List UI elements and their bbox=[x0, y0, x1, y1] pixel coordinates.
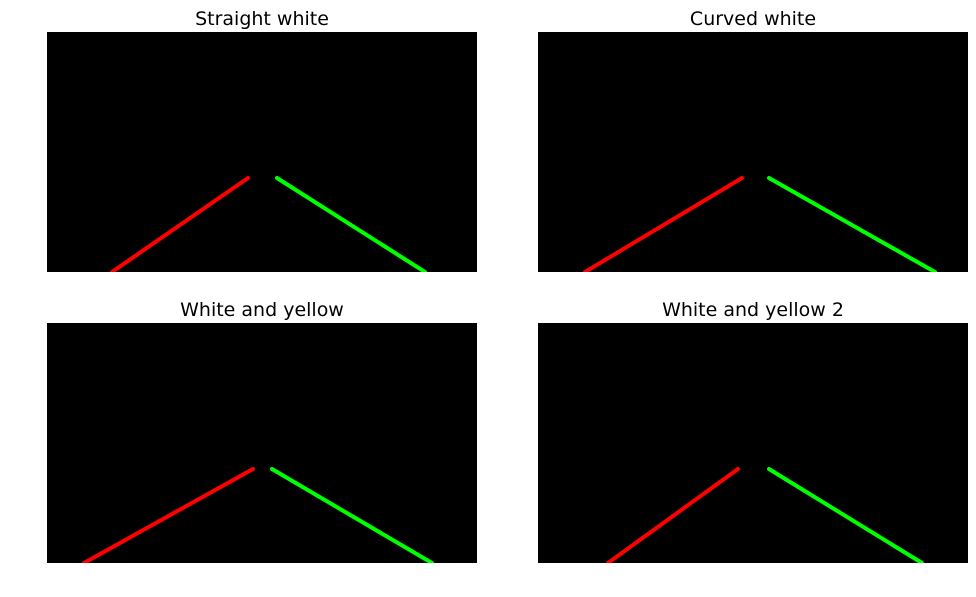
right-lane-line bbox=[275, 176, 427, 272]
lane-image bbox=[47, 323, 477, 563]
left-lane-line bbox=[606, 467, 740, 563]
image-background bbox=[538, 323, 968, 563]
panel-title: White and yellow bbox=[180, 299, 344, 321]
panel-white-and-yellow: White and yellow bbox=[47, 299, 477, 563]
panel-title: Straight white bbox=[195, 8, 329, 30]
right-lane-line bbox=[767, 176, 937, 272]
panel-curved-white: Curved white bbox=[538, 8, 968, 272]
image-background bbox=[47, 323, 477, 563]
lane-image bbox=[538, 323, 968, 563]
left-lane-line bbox=[82, 467, 255, 563]
lane-image bbox=[47, 32, 477, 272]
left-lane-line bbox=[110, 176, 250, 272]
right-lane-line bbox=[270, 467, 434, 563]
panel-straight-white: Straight white bbox=[47, 8, 477, 272]
lane-image bbox=[538, 32, 968, 272]
image-background bbox=[47, 32, 477, 272]
left-lane-line bbox=[583, 176, 744, 272]
right-lane-line bbox=[767, 467, 924, 563]
panel-white-and-yellow-2: White and yellow 2 bbox=[538, 299, 968, 563]
panel-title: Curved white bbox=[689, 8, 817, 30]
panel-title: White and yellow 2 bbox=[662, 299, 844, 321]
image-background bbox=[538, 32, 968, 272]
